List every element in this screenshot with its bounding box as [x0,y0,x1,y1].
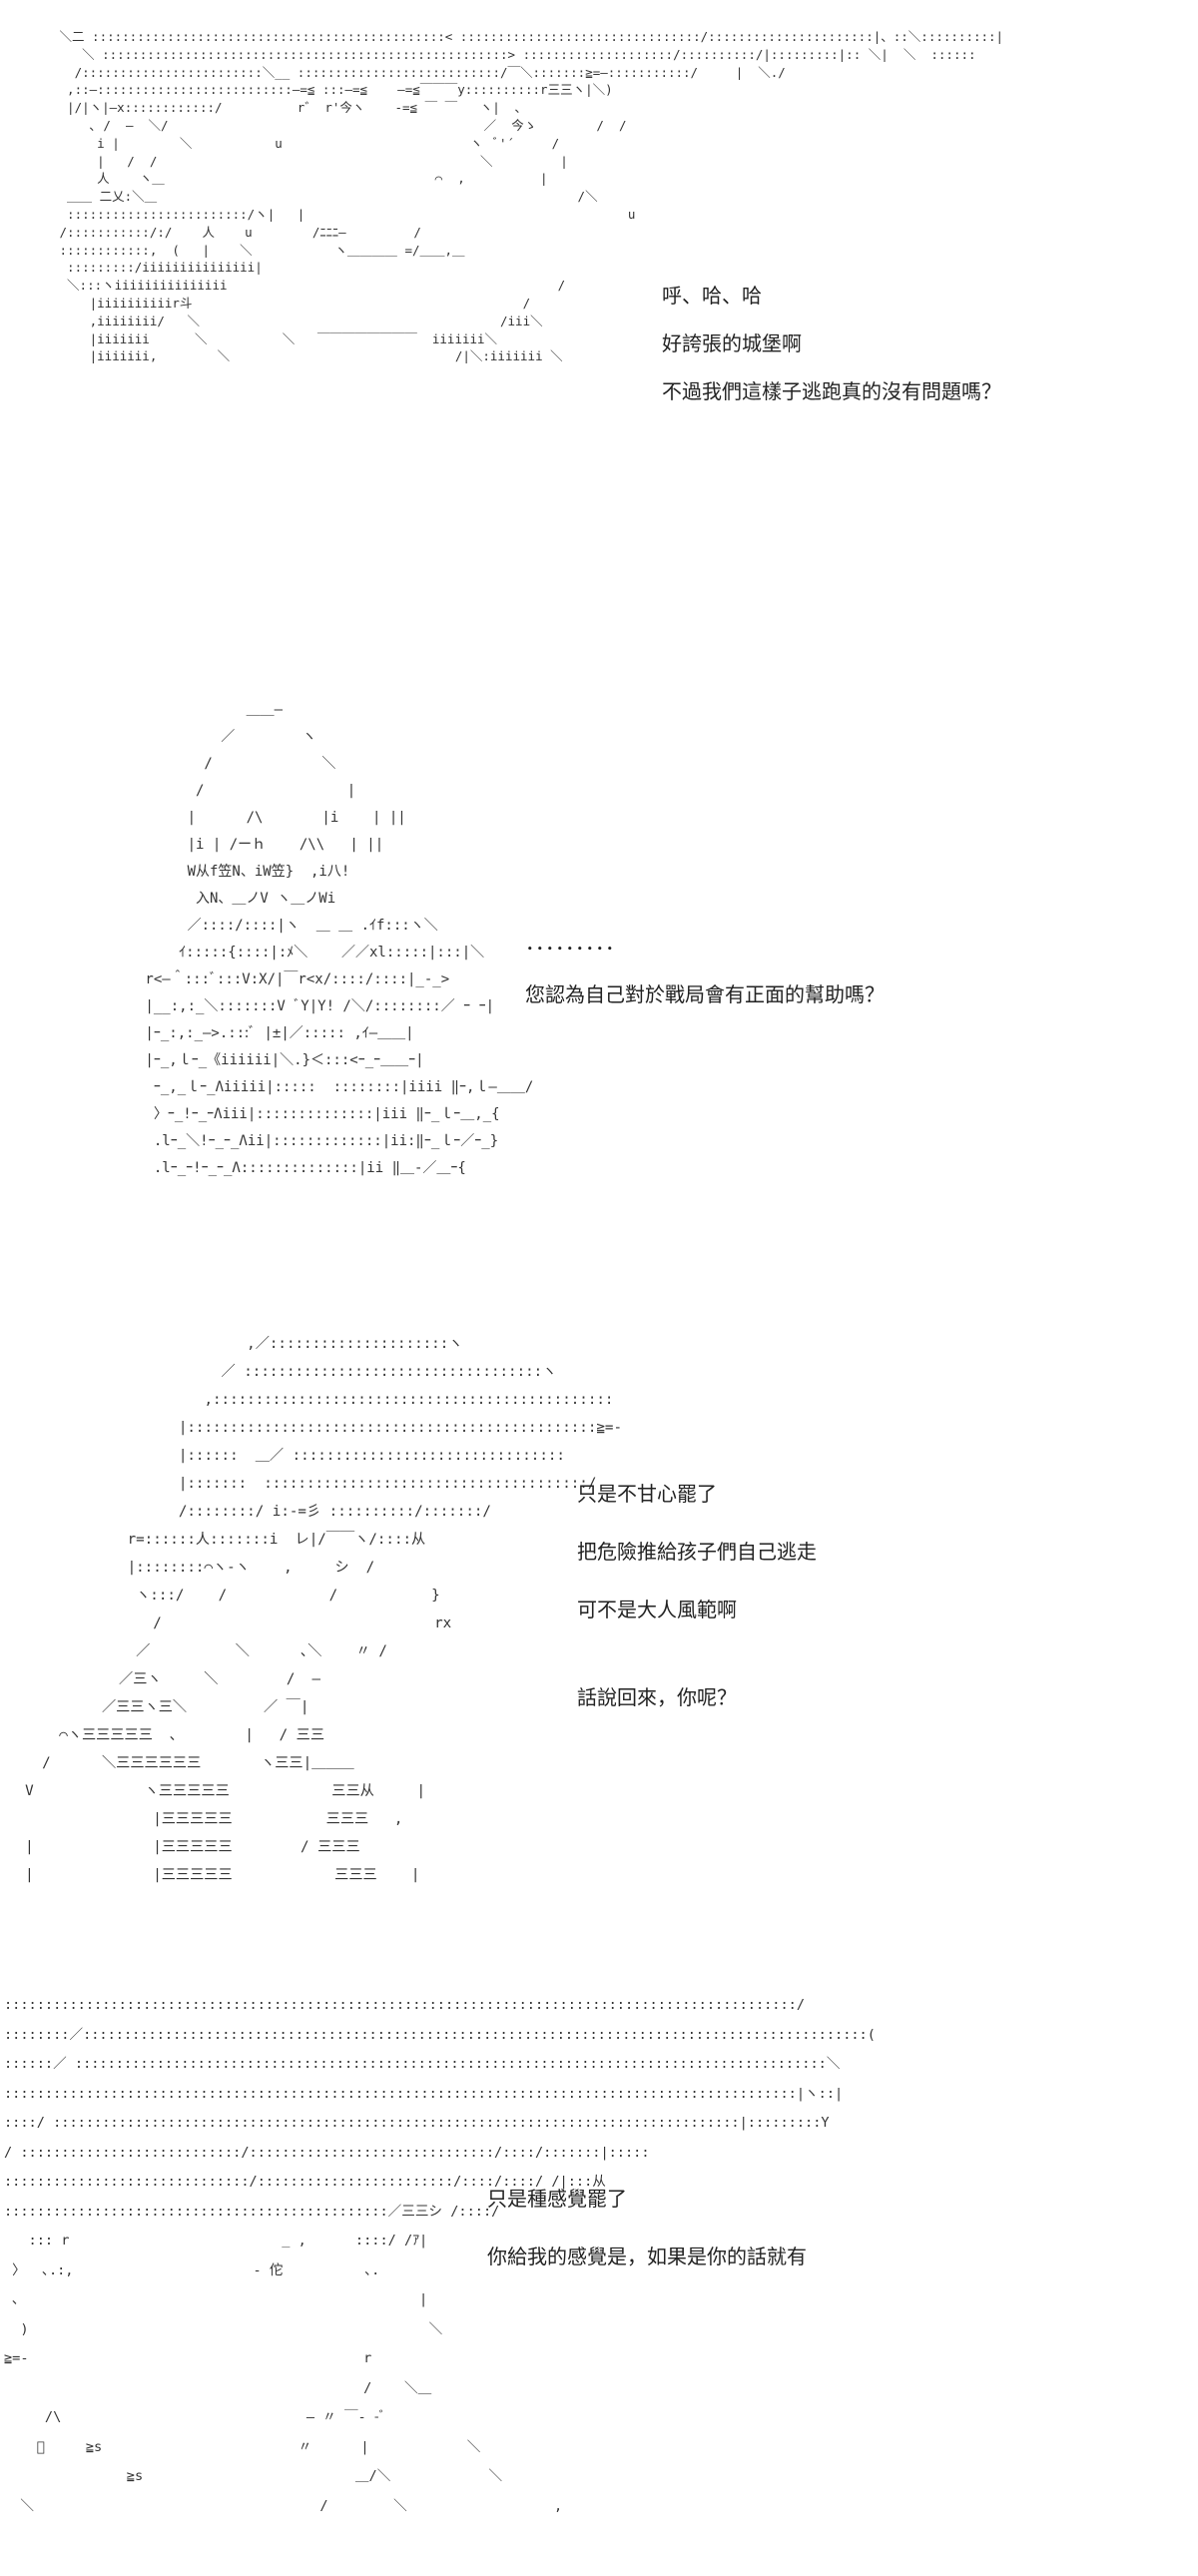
dialogue-line: 你給我的感覺是，如果是你的話就有 [487,2245,807,2268]
dialogue-panel-4: 只是種感覺罷了 你給我的感覺是，如果是你的話就有 [487,2183,807,2298]
ascii-art-panel-2: ＿＿― ／ ヽ / ＼ / | | /\ |i | || |i | /ーｈ /\… [145,702,534,1176]
panel-1: ＼二 :::::::::::::::::::::::::::::::::::::… [0,0,1198,599]
dialogue-line: 可不是大人風範啊 [577,1598,737,1621]
dialogue-panel-1: 呼、哈、哈 好誇張的城堡啊 不過我們這樣子逃跑真的沒有問題嗎？ [662,280,1001,423]
panel-4: ::::::::::::::::::::::::::::::::::::::::… [0,1987,1198,2566]
ascii-art-panel-4: ::::::::::::::::::::::::::::::::::::::::… [4,1997,876,2514]
dialogue-line: 把危險推給孩子們自己逃走 [577,1540,817,1564]
dialogue-panel-2: ．．．．．．．．． 您認為自己對於戰局會有正面的幫助嗎？ [525,927,885,1030]
dialogue-line: 只是種感覺罷了 [487,2187,627,2211]
dialogue-line: 好誇張的城堡啊 [662,331,802,355]
dialogue-line: 話說回來，你呢？ [577,1685,737,1709]
dialogue-line: 不過我們這樣子逃跑真的沒有問題嗎？ [662,379,1001,403]
ascii-art-panel-1: ＼二 :::::::::::::::::::::::::::::::::::::… [59,29,1004,364]
ascii-art-panel-3: ,／:::::::::::::::::::::ヽ ／ :::::::::::::… [25,1336,622,1883]
dialogue-line: 呼、哈、哈 [662,284,762,308]
dialogue-line: ．．．．．．．．． [525,931,625,955]
dialogue-line: 您認為自己對於戰局會有正面的幫助嗎？ [525,982,885,1006]
dialogue-line: 只是不甘心罷了 [577,1482,717,1506]
panel-3: ,／:::::::::::::::::::::ヽ ／ :::::::::::::… [0,1318,1198,1897]
dialogue-panel-3: 只是不甘心罷了 把危險推給孩子們自己逃走 可不是大人風範啊 話說回來，你呢？ [577,1478,817,1739]
panel-2: ＿＿― ／ ヽ / ＼ / | | /\ |i | || |i | /ーｈ /\… [0,679,1198,1238]
dialogue-gap [577,1651,817,1681]
